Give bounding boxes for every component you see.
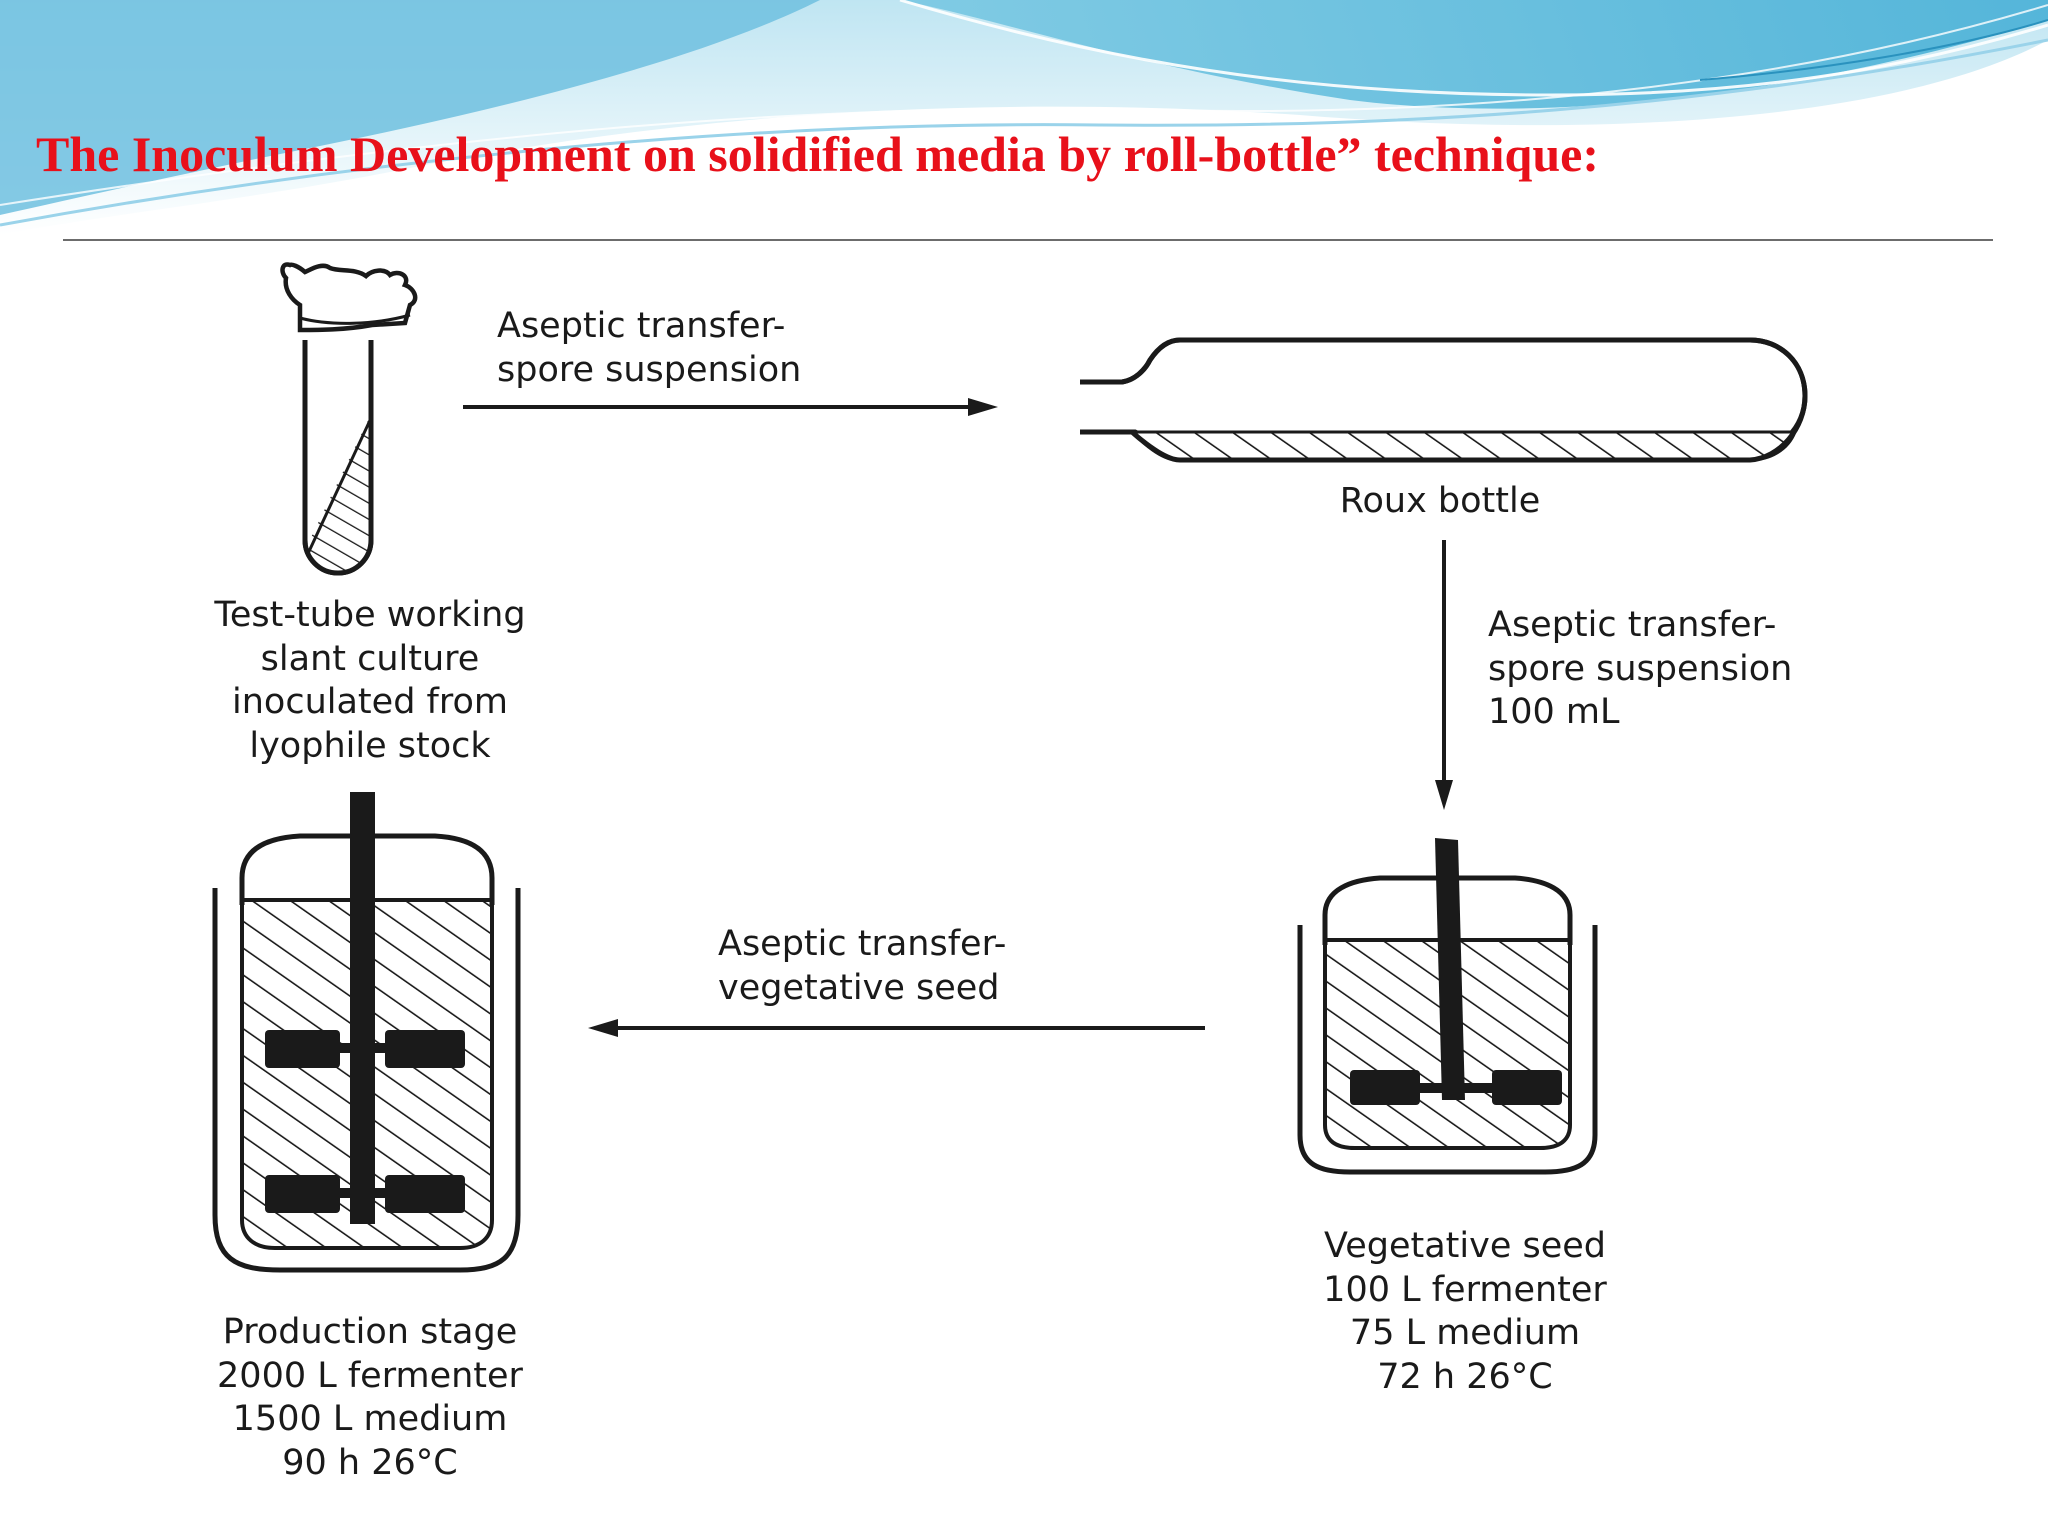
production-fermenter-caption-line-4: 90 h 26°C [282,1442,458,1483]
seed-fermenter-caption-line-2: 100 L fermenter [1323,1269,1607,1310]
test-tube-caption-line-3: inoculated from [232,682,508,722]
transfer-3-label-line-2: vegetative seed [718,967,1000,1008]
test-tube-caption: Test-tube working slant culture inoculat… [150,594,590,768]
transfer-1-label: Aseptic transfer- spore suspension [497,305,801,392]
transfer-2-label-line-1: Aseptic transfer- [1488,605,1777,645]
seed-fermenter-caption: Vegetative seed 100 L fermenter 75 L med… [1245,1225,1685,1399]
slide-title: The Inoculum Development on solidified m… [36,126,1600,182]
transfer-2-label-line-3: 100 mL [1488,692,1620,732]
test-tube-caption-line-1: Test-tube working [214,595,526,635]
seed-fermenter-caption-line-4: 72 h 26°C [1377,1356,1553,1397]
production-fermenter-caption-line-1: Production stage [222,1312,518,1352]
arrow-transfer-1 [463,398,998,416]
test-tube-caption-line-2: slant culture [260,638,480,679]
production-fermenter-caption-line-2: 2000 L fermenter [217,1355,523,1396]
transfer-3-label-line-1: Aseptic transfer- [718,924,1007,964]
transfer-1-label-line-2: spore suspension [497,349,802,390]
arrow-transfer-3 [588,1019,1205,1037]
production-fermenter-icon [212,792,521,1273]
transfer-1-label-line-1: Aseptic transfer- [497,306,786,346]
transfer-2-label-line-2: spore suspension [1488,648,1793,689]
production-fermenter-caption-line-3: 1500 L medium [232,1399,508,1439]
roux-bottle-caption: Roux bottle [1280,480,1600,524]
transfer-3-label: Aseptic transfer- vegetative seed [718,923,1006,1010]
seed-fermenter-caption-line-3: 75 L medium [1349,1313,1581,1353]
test-tube-icon [280,262,418,576]
test-tube-caption-line-4: lyophile stock [249,725,491,766]
seed-fermenter-icon [1297,838,1598,1175]
roux-bottle-caption-line-1: Roux bottle [1339,481,1541,521]
roux-bottle-icon [1080,337,1808,463]
seed-fermenter-caption-line-1: Vegetative seed [1323,1226,1607,1266]
production-fermenter-caption: Production stage 2000 L fermenter 1500 L… [150,1311,590,1485]
arrow-transfer-2 [1435,540,1453,810]
transfer-2-label: Aseptic transfer- spore suspension 100 m… [1488,604,1792,735]
